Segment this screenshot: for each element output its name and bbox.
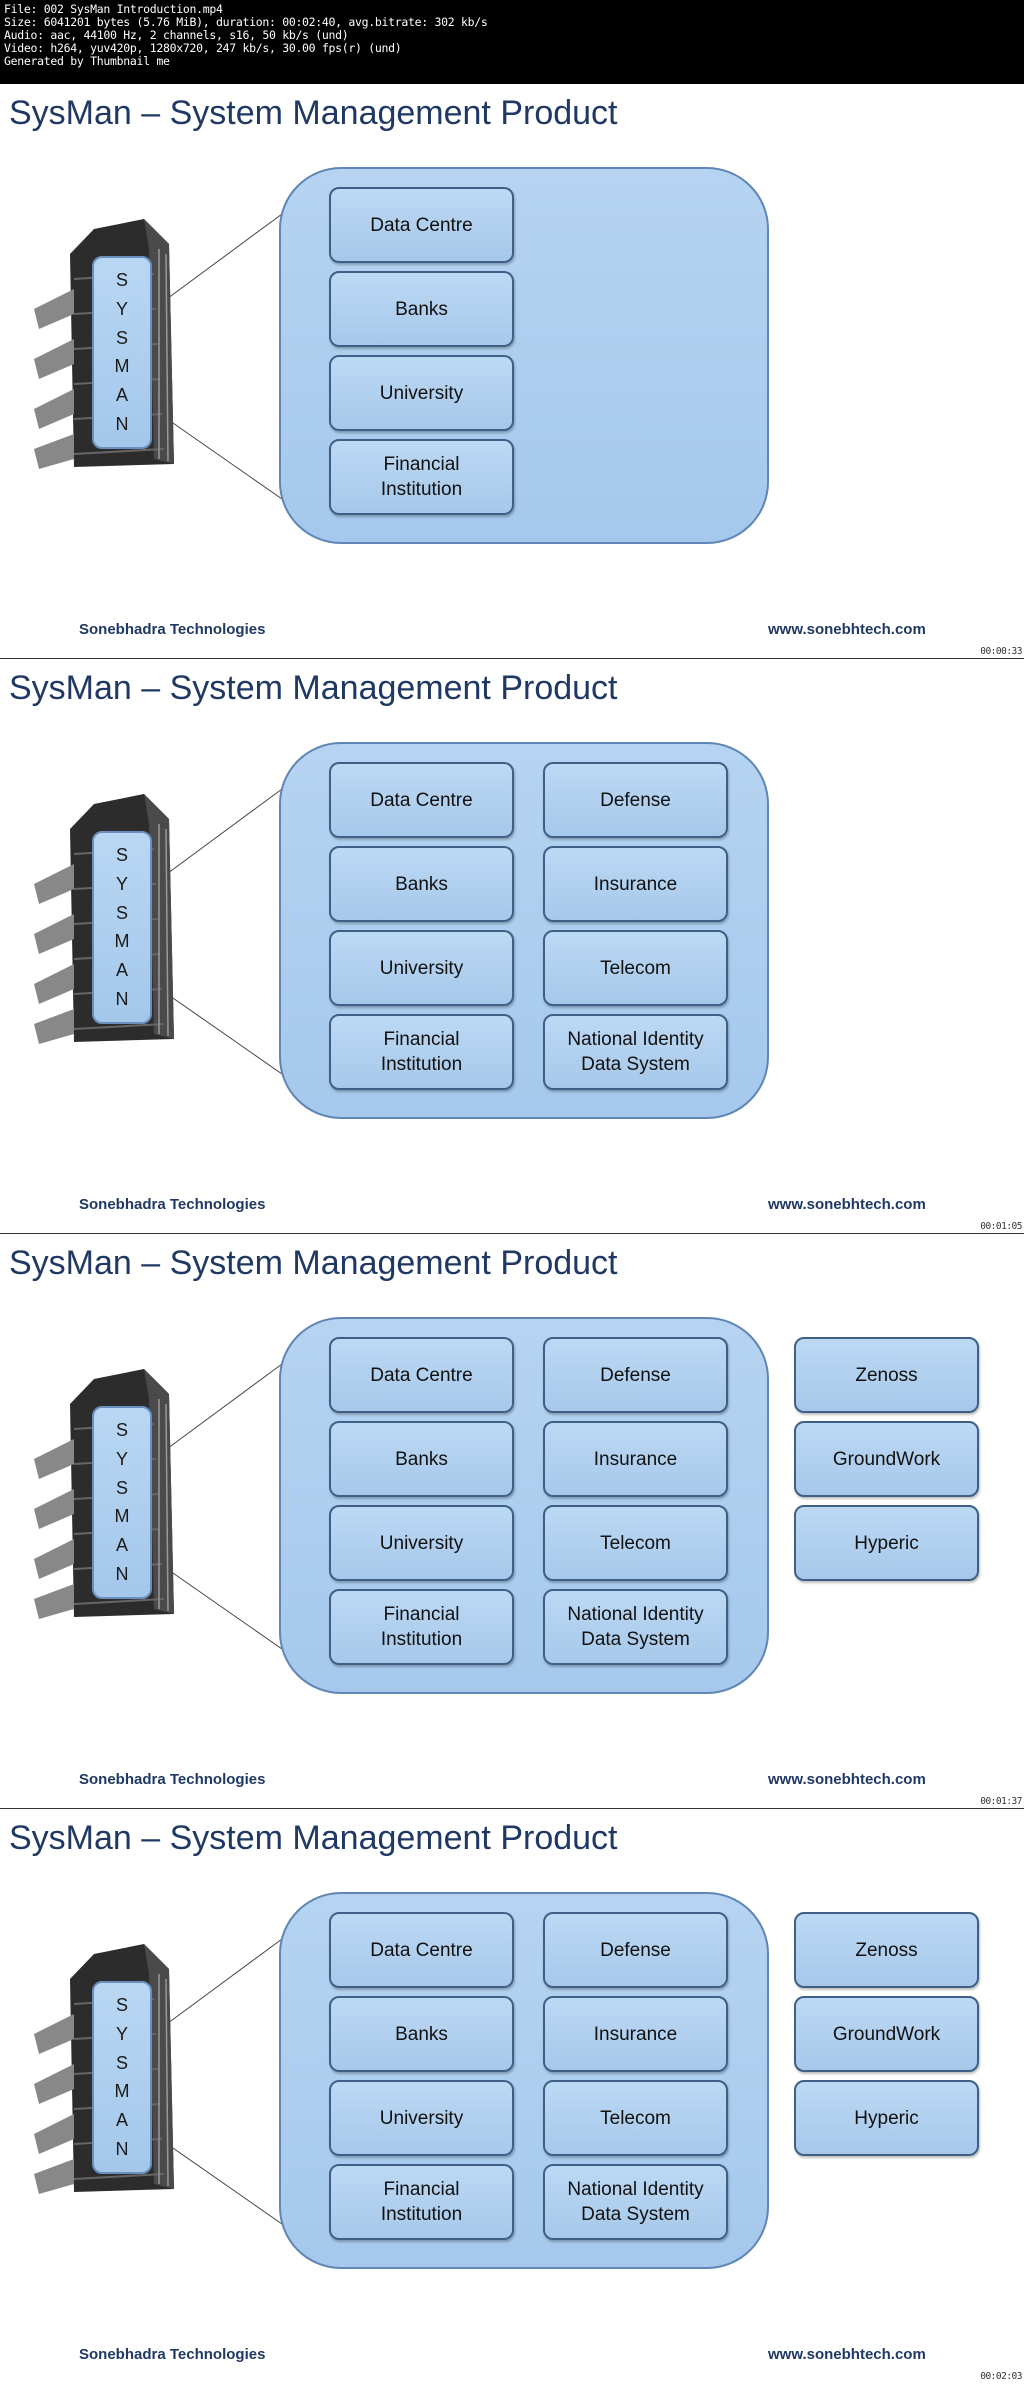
box-telecom: Telecom xyxy=(543,2080,728,2156)
sysman-letter: M xyxy=(114,931,130,952)
sysman-letter: Y xyxy=(115,873,128,894)
sysman-letter: A xyxy=(115,2110,128,2131)
company-name: Sonebhadra Technologies xyxy=(79,621,266,638)
box-financial-institution: Financial Institution xyxy=(329,439,514,515)
video-frame-1: SysMan – System Management Product xyxy=(0,84,1024,659)
box-banks: Banks xyxy=(329,1421,514,1497)
sysman-letter: Y xyxy=(115,298,128,319)
box-defense: Defense xyxy=(543,1337,728,1413)
box-university: University xyxy=(329,1505,514,1581)
box-national-identity-data-system: National Identity Data System xyxy=(543,2164,728,2240)
header-line-size: Size: 6041201 bytes (5.76 MiB), duration… xyxy=(4,15,488,29)
box-financial-institution: Financial Institution xyxy=(329,2164,514,2240)
box-telecom: Telecom xyxy=(543,1505,728,1581)
box-financial-institution: Financial Institution xyxy=(329,1589,514,1665)
box-data-centre: Data Centre xyxy=(329,762,514,838)
slide-title: SysMan – System Management Product xyxy=(9,1244,618,1282)
sysman-letter: A xyxy=(115,1535,128,1556)
sysman-letter: N xyxy=(115,2139,129,2160)
frame-timestamp: 00:01:37 xyxy=(980,1796,1022,1807)
company-website: www.sonebhtech.com xyxy=(768,2346,926,2363)
box-data-centre: Data Centre xyxy=(329,1912,514,1988)
company-website: www.sonebhtech.com xyxy=(768,621,926,638)
box-university: University xyxy=(329,930,514,1006)
frame-timestamp: 00:00:33 xyxy=(980,646,1022,657)
box-insurance: Insurance xyxy=(543,1996,728,2072)
video-frame-4: SysMan – System Management Product xyxy=(0,1809,1024,2385)
box-telecom: Telecom xyxy=(543,930,728,1006)
box-university: University xyxy=(329,355,514,431)
sysman-letter: N xyxy=(115,1564,129,1585)
box-hyperic: Hyperic xyxy=(794,1505,979,1581)
box-groundwork: GroundWork xyxy=(794,1421,979,1497)
box-banks: Banks xyxy=(329,1996,514,2072)
sysman-letter: S xyxy=(115,327,128,348)
sysman-letter: S xyxy=(115,1419,128,1440)
box-defense: Defense xyxy=(543,1912,728,1988)
box-insurance: Insurance xyxy=(543,846,728,922)
sysman-letter: Y xyxy=(115,1448,128,1469)
slide-title: SysMan – System Management Product xyxy=(9,669,618,707)
company-website: www.sonebhtech.com xyxy=(768,1196,926,1213)
video-frame-3: SysMan – System Management Product xyxy=(0,1234,1024,1809)
box-banks: Banks xyxy=(329,271,514,347)
company-name: Sonebhadra Technologies xyxy=(79,2346,266,2363)
sysman-letter: S xyxy=(115,269,128,290)
sysman-letter: S xyxy=(115,902,128,923)
box-national-identity-data-system: National Identity Data System xyxy=(543,1014,728,1090)
header-line-video: Video: h264, yuv420p, 1280x720, 247 kb/s… xyxy=(4,41,402,55)
frame-timestamp: 00:01:05 xyxy=(980,1221,1022,1232)
box-university: University xyxy=(329,2080,514,2156)
sysman-letter: S xyxy=(115,1477,128,1498)
box-hyperic: Hyperic xyxy=(794,2080,979,2156)
header-line-file: File: 002 SysMan Introduction.mp4 xyxy=(4,2,223,16)
box-insurance: Insurance xyxy=(543,1421,728,1497)
box-financial-institution: Financial Institution xyxy=(329,1014,514,1090)
slide-title: SysMan – System Management Product xyxy=(9,1819,618,1857)
box-defense: Defense xyxy=(543,762,728,838)
slide-title: SysMan – System Management Product xyxy=(9,94,618,132)
sysman-letter: N xyxy=(115,414,129,435)
company-name: Sonebhadra Technologies xyxy=(79,1771,266,1788)
company-website: www.sonebhtech.com xyxy=(768,1771,926,1788)
box-groundwork: GroundWork xyxy=(794,1996,979,2072)
box-zenoss: Zenoss xyxy=(794,1912,979,1988)
sysman-letter: S xyxy=(115,2052,128,2073)
sysman-letter: N xyxy=(115,989,129,1010)
sysman-letter: A xyxy=(115,960,128,981)
header-line-generator: Generated by Thumbnail me xyxy=(4,54,170,68)
sysman-letter: Y xyxy=(115,2023,128,2044)
box-zenoss: Zenoss xyxy=(794,1337,979,1413)
box-banks: Banks xyxy=(329,846,514,922)
sysman-letter: M xyxy=(114,2081,130,2102)
sysman-letter: A xyxy=(115,385,128,406)
sysman-letter: S xyxy=(115,1994,128,2015)
video-frame-2: SysMan – System Management Product xyxy=(0,659,1024,1234)
company-name: Sonebhadra Technologies xyxy=(79,1196,266,1213)
box-national-identity-data-system: National Identity Data System xyxy=(543,1589,728,1665)
frame-timestamp: 00:02:03 xyxy=(980,2371,1022,2382)
sysman-letter: M xyxy=(114,356,130,377)
box-data-centre: Data Centre xyxy=(329,1337,514,1413)
sysman-letter: M xyxy=(114,1506,130,1527)
metadata-header: File: 002 SysMan Introduction.mp4 Size: … xyxy=(0,0,1024,84)
sysman-letter: S xyxy=(115,844,128,865)
header-line-audio: Audio: aac, 44100 Hz, 2 channels, s16, 5… xyxy=(4,28,349,42)
box-data-centre: Data Centre xyxy=(329,187,514,263)
